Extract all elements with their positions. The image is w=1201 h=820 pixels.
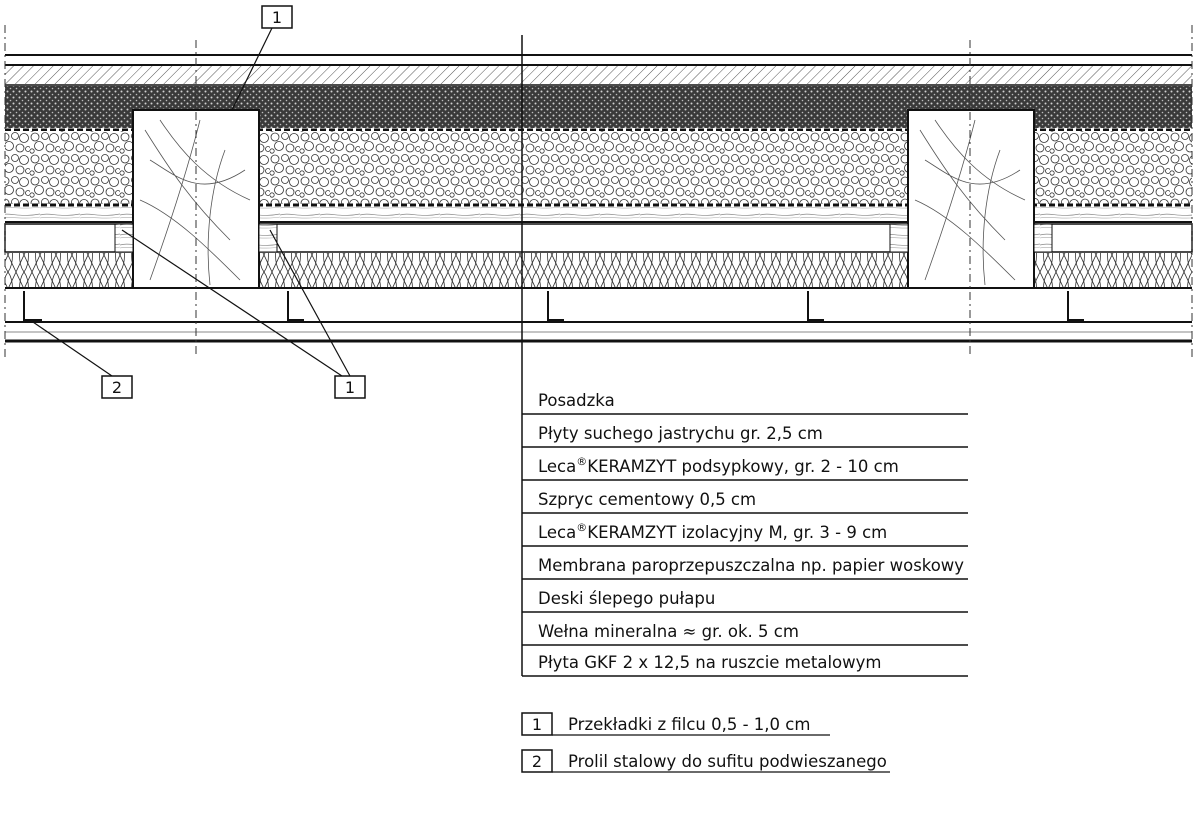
layer-row: Płyty suchego jastrychu gr. 2,5 cm bbox=[522, 424, 968, 448]
layer-label: Membrana paroprzepuszczalna np. papier w… bbox=[538, 556, 964, 575]
layer-label: Leca®KERAMZYT izolacyjny M, gr. 3 - 9 cm bbox=[538, 521, 887, 542]
layer-row: Leca®KERAMZYT podsypkowy, gr. 2 - 10 cm bbox=[522, 455, 968, 481]
suspended-ceiling bbox=[5, 290, 1192, 343]
legend-text: Prolil stalowy do sufitu podwieszanego bbox=[568, 752, 887, 771]
floor-finish-layer bbox=[5, 54, 1192, 86]
layer-row: Płyta GKF 2 x 12,5 na ruszcie metalowym bbox=[522, 653, 968, 677]
layer-label: Szpryc cementowy 0,5 cm bbox=[538, 490, 756, 509]
steel-profile bbox=[23, 291, 1084, 321]
legend-item-2: 2 Prolil stalowy do sufitu podwieszanego bbox=[521, 749, 890, 773]
legend-number: 2 bbox=[532, 752, 542, 771]
legend-text: Przekładki z filcu 0,5 - 1,0 cm bbox=[568, 715, 810, 734]
layer-label: Wełna mineralna ≈ gr. ok. 5 cm bbox=[538, 622, 799, 641]
callout-number: 1 bbox=[345, 378, 355, 397]
legend-number: 1 bbox=[532, 715, 542, 734]
callout-number: 2 bbox=[112, 378, 122, 397]
layer-row: Wełna mineralna ≈ gr. ok. 5 cm bbox=[522, 622, 968, 646]
layer-row: Membrana paroprzepuszczalna np. papier w… bbox=[522, 556, 968, 580]
layer-row: Posadzka bbox=[522, 391, 968, 415]
layer-row: Deski ślepego pułapu bbox=[522, 589, 968, 613]
layer-label: Płyta GKF 2 x 12,5 na ruszcie metalowym bbox=[538, 653, 882, 672]
timber-beam-right bbox=[889, 109, 1053, 289]
layer-label: Leca®KERAMZYT podsypkowy, gr. 2 - 10 cm bbox=[538, 455, 899, 476]
callout-2: 2 bbox=[29, 319, 133, 399]
legend-item-1: 1 Przekładki z filcu 0,5 - 1,0 cm bbox=[521, 712, 830, 736]
legend: 1 Przekładki z filcu 0,5 - 1,0 cm 2 Prol… bbox=[521, 712, 890, 773]
layer-label: Płyty suchego jastrychu gr. 2,5 cm bbox=[538, 424, 823, 443]
callout-1-middle: 1 bbox=[121, 229, 366, 399]
layer-list: Posadzka Płyty suchego jastrychu gr. 2,5… bbox=[522, 391, 968, 677]
layer-row: Leca®KERAMZYT izolacyjny M, gr. 3 - 9 cm bbox=[522, 521, 968, 547]
callout-number: 1 bbox=[272, 8, 282, 27]
axis-lines bbox=[4, 25, 1193, 360]
timber-beam-left bbox=[114, 109, 278, 289]
layer-label: Posadzka bbox=[538, 391, 615, 410]
layer-row: Szpryc cementowy 0,5 cm bbox=[522, 490, 968, 514]
callout-1-top: 1 bbox=[231, 5, 293, 111]
layer-label: Deski ślepego pułapu bbox=[538, 589, 715, 608]
